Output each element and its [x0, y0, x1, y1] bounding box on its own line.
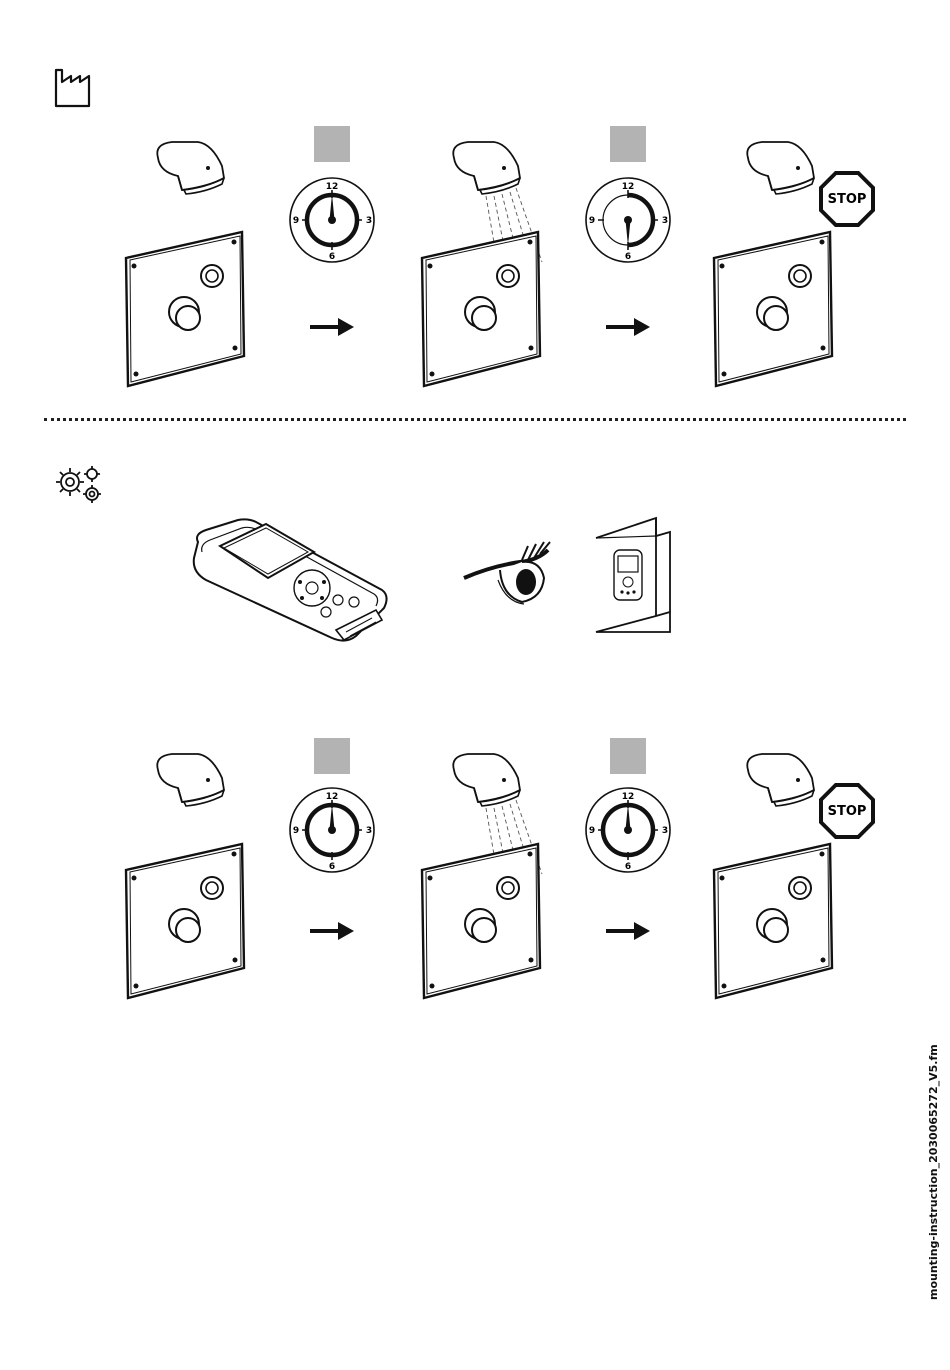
clock-label-12: 12 — [622, 792, 635, 802]
arrow-right-icon — [308, 316, 356, 338]
stop-label: STOP — [828, 192, 867, 207]
gears-icon — [52, 462, 104, 506]
mounting-plate — [418, 840, 544, 1002]
clock-label-9: 9 — [293, 216, 299, 226]
factory-icon — [54, 68, 96, 108]
sensor-unit — [150, 748, 240, 818]
clock-label-9: 9 — [293, 826, 299, 836]
clock-label-6: 6 — [625, 862, 631, 872]
clock-label-3: 3 — [662, 216, 668, 226]
mounting-plate — [418, 228, 544, 390]
arrow-right-icon — [604, 920, 652, 942]
stop-sign-icon: STOP — [818, 782, 876, 840]
clock-label-6: 6 — [625, 252, 631, 262]
stop-sign-icon: STOP — [818, 170, 876, 228]
clock-label-9: 9 — [589, 826, 595, 836]
sensor-unit — [740, 136, 830, 206]
gray-indicator — [610, 126, 646, 162]
mounting-plate — [122, 840, 248, 1002]
clock-label-6: 6 — [329, 252, 335, 262]
clock-label-12: 12 — [326, 792, 339, 802]
clock-full: 12 3 6 9 — [584, 786, 672, 874]
mounting-plate — [710, 840, 836, 1002]
arrow-right-icon — [604, 316, 652, 338]
handheld-device — [186, 512, 392, 646]
clock-label-12: 12 — [326, 182, 339, 192]
arrow-right-icon — [308, 920, 356, 942]
sensor-unit — [740, 748, 830, 818]
clock-label-9: 9 — [589, 216, 595, 226]
eye-icon — [462, 540, 554, 606]
clock-label-3: 3 — [366, 826, 372, 836]
mounting-plate — [710, 228, 836, 390]
document-filename: mounting-instruction_2030065272_V5.fm — [927, 1060, 947, 1300]
clock-label-6: 6 — [329, 862, 335, 872]
section-divider — [44, 418, 906, 421]
clock-half: 12 3 6 9 — [584, 176, 672, 264]
gray-indicator — [314, 738, 350, 774]
manual-booklet-icon — [594, 516, 672, 634]
clock-label-12: 12 — [622, 182, 635, 192]
clock-full: 12 3 6 9 — [288, 786, 376, 874]
gray-indicator — [610, 738, 646, 774]
gray-indicator — [314, 126, 350, 162]
clock-full: 12 3 6 9 — [288, 176, 376, 264]
clock-label-3: 3 — [662, 826, 668, 836]
stop-label: STOP — [828, 804, 867, 819]
clock-label-3: 3 — [366, 216, 372, 226]
mounting-plate — [122, 228, 248, 390]
sensor-unit — [150, 136, 240, 206]
